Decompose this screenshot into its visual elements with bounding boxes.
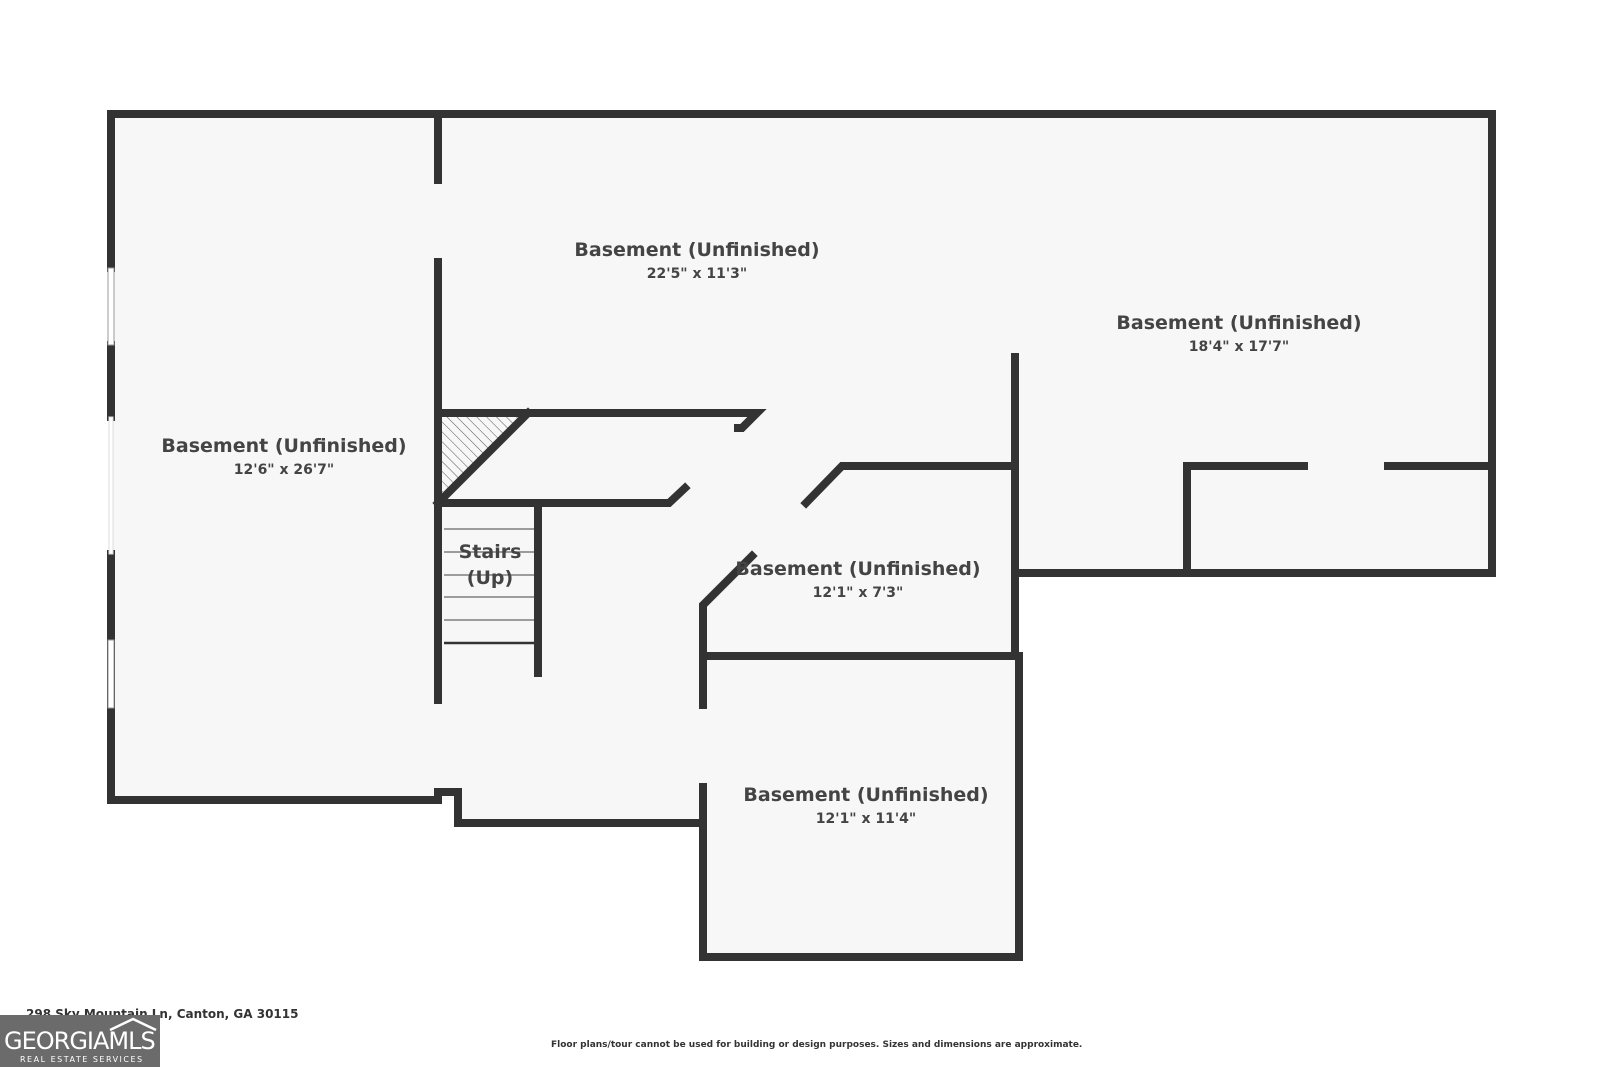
walls [107, 110, 1496, 961]
room-5-label: Basement (Unfinished) [743, 784, 988, 806]
room-2-dimensions: 18'4" x 17'7" [1189, 339, 1289, 355]
windows [107, 267, 115, 709]
wall-mid-upper [800, 462, 1019, 509]
floor-area [111, 114, 1492, 957]
wall-core-diag [432, 407, 534, 509]
stairs-label-line2: (Up) [467, 567, 513, 589]
stairs-label-line1: Stairs [459, 541, 522, 563]
room-3-dimensions: 12'6" x 26'7" [234, 462, 334, 478]
logo-tagline: REAL ESTATE SERVICES [20, 1055, 144, 1064]
roof-icon [109, 1017, 157, 1031]
window-mid [108, 416, 114, 555]
room-4-label: Basement (Unfinished) [735, 558, 980, 580]
room-1-dimensions: 22'5" x 11'3" [647, 266, 747, 282]
room-4-dimensions: 12'1" x 7'3" [813, 585, 904, 601]
room-5-dimensions: 12'1" x 11'4" [816, 811, 916, 827]
georgia-mls-logo: GEORGIAMLS REAL ESTATE SERVICES [0, 1015, 160, 1067]
logo-brand: GEORGIAMLS [4, 1027, 156, 1055]
window-upper [107, 267, 115, 346]
disclaimer-text: Floor plans/tour cannot be used for buil… [551, 1040, 1083, 1050]
room-2-label: Basement (Unfinished) [1116, 312, 1361, 334]
window-lower [107, 639, 115, 709]
wall-closet-left [1183, 462, 1308, 577]
wall-core-top [434, 409, 767, 432]
room-3-label: Basement (Unfinished) [161, 435, 406, 457]
room-1-label: Basement (Unfinished) [574, 239, 819, 261]
stair-treads [444, 528, 534, 621]
wall-core-bottom [434, 482, 691, 507]
wall-top-right [107, 110, 1496, 577]
wall-mid-diag [699, 550, 758, 709]
